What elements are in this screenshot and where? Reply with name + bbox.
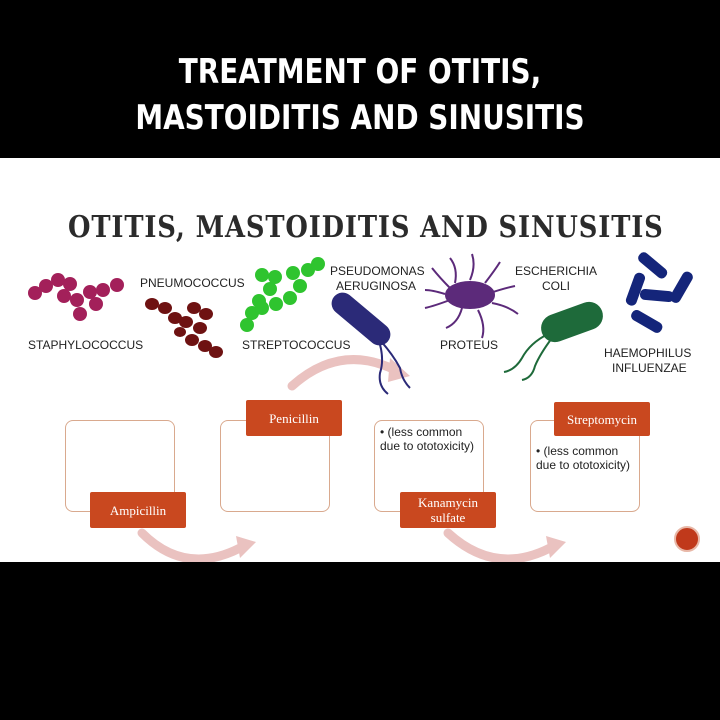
header-title-line-2: MASTOIDITIS AND SINUSITIS — [135, 98, 585, 138]
label-escherichia-line-2: COLI — [542, 279, 571, 293]
pseudomonas-icon — [331, 292, 411, 395]
curved-arrow-3-head — [546, 536, 566, 558]
curved-arrow-2 — [287, 355, 400, 391]
drug-label-streptomycin: Streptomycin — [554, 402, 650, 436]
streptococcus-icon — [240, 257, 325, 332]
staphylococcus-icon — [28, 273, 124, 321]
label-streptococcus: STREPTOCOCCUS — [242, 338, 351, 352]
drug-label-kanamycin: Kanamycin sulfate — [400, 492, 496, 528]
curved-arrow-1 — [137, 528, 245, 562]
label-escherichia-line-1: ESCHERICHIA — [515, 264, 598, 278]
slide: OTITIS, MASTOIDITIS AND SINUSITIS — [0, 158, 720, 562]
escherichia-coli-icon — [503, 301, 603, 381]
header-title-line-1: TREATMENT OF OTITIS, — [178, 52, 542, 92]
drug-label-penicillin: Penicillin — [246, 400, 342, 436]
kanamycin-note: • (less common due to ototoxicity) — [380, 425, 475, 453]
label-proteus: PROTEUS — [440, 338, 499, 352]
label-haemophilus-line-2: INFLUENZAE — [612, 361, 687, 375]
label-pseudomonas-line-1: PSEUDOMONAS — [330, 264, 425, 278]
slide-title: OTITIS, MASTOIDITIS AND SINUSITIS — [68, 210, 664, 245]
curved-arrow-2-head — [388, 358, 410, 382]
label-pseudomonas-line-2: AERUGINOSA — [336, 279, 417, 293]
drug-label-ampicillin: Ampicillin — [90, 492, 186, 528]
pneumococcus-icon — [145, 298, 223, 358]
label-pneumococcus: PNEUMOCOCCUS — [140, 276, 245, 290]
bacteria-illustrations — [28, 252, 693, 562]
haemophilus-icon — [625, 252, 693, 333]
proteus-icon — [424, 253, 519, 339]
label-haemophilus-line-1: HAEMOPHILUS — [604, 346, 692, 360]
header-banner: TREATMENT OF OTITIS, MASTOIDITIS AND SIN… — [0, 0, 720, 158]
curved-arrow-3 — [443, 528, 555, 562]
curved-arrow-1-head — [236, 536, 256, 558]
streptomycin-note: • (less common due to ototoxicity) — [536, 444, 631, 472]
next-slide-button[interactable] — [674, 526, 700, 552]
label-staphylococcus: STAPHYLOCOCCUS — [28, 338, 144, 352]
footer-bar — [0, 562, 720, 720]
